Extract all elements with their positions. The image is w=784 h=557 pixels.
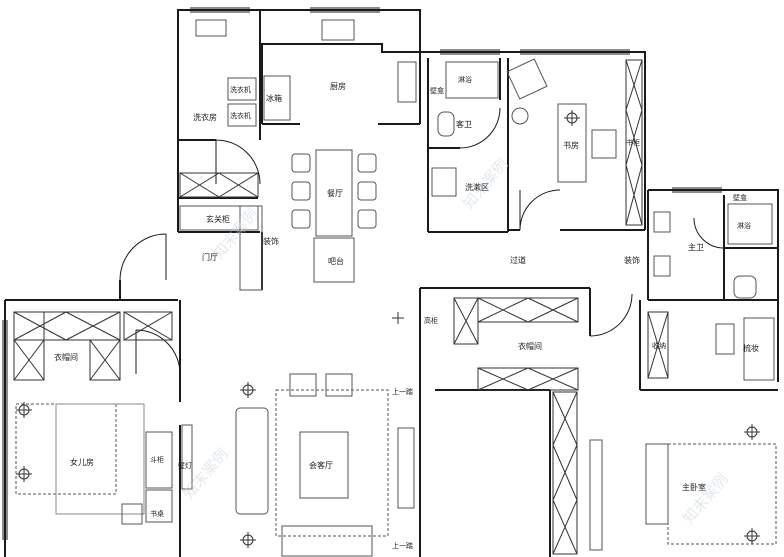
label-bar: 吧台 <box>328 256 344 266</box>
label-study: 书房 <box>563 140 579 150</box>
label-daughter-room: 女儿房 <box>70 457 94 467</box>
label-corridor: 过道 <box>510 255 526 265</box>
doors <box>119 107 725 375</box>
lamp-symbols <box>16 110 760 548</box>
windows <box>2 7 722 540</box>
label-closet-left: 衣帽间 <box>54 352 78 362</box>
label-closet-mid: 衣帽间 <box>518 341 542 351</box>
label-step-bottom: 上一踏 <box>392 541 413 550</box>
label-dresser: 梳妆 <box>743 343 759 353</box>
label-entry-cabinet: 玄关柜 <box>206 214 230 224</box>
watermark-3: 知末案例 <box>179 445 231 503</box>
label-fridge: 冰箱 <box>266 93 282 103</box>
watermark-4: 知末案例 <box>679 470 731 528</box>
label-dining: 餐厅 <box>327 189 343 198</box>
label-niche-small: 壁龛 <box>430 86 444 95</box>
label-washer-2: 洗衣机 <box>230 111 251 120</box>
label-shower-small: 淋浴 <box>458 75 472 84</box>
label-decor-right: 装饰 <box>624 255 640 265</box>
label-master-bath: 主卫 <box>688 242 704 252</box>
label-bookcase: 书柜 <box>626 138 640 147</box>
walls <box>4 9 779 557</box>
label-guest-bath: 客卫 <box>456 119 472 129</box>
label-wash-area: 洗漱区 <box>465 182 489 192</box>
room-labels: 洗衣房 洗衣机 洗衣机 冰箱 厨房 淋浴 壁龛 客卫 书房 书柜 洗漱区 餐厅 … <box>54 75 759 550</box>
label-master-bedroom: 主卧室 <box>682 482 706 492</box>
label-wall-lamp: 壁灯 <box>178 461 192 470</box>
label-tall-cabinet: 高柜 <box>424 316 438 325</box>
cabinets <box>13 59 669 555</box>
label-decor-left: 装饰 <box>263 236 279 246</box>
label-washer-1: 洗衣机 <box>230 85 251 94</box>
label-step-top: 上一踏 <box>392 387 413 396</box>
label-storage: 收纳 <box>652 341 666 350</box>
label-living-room: 会客厅 <box>309 460 333 470</box>
label-desk: 书桌 <box>150 509 164 518</box>
label-shower-master: 淋浴 <box>737 221 751 230</box>
label-foyer: 门厅 <box>202 252 218 262</box>
label-bucket-cabinet: 斗柜 <box>150 455 164 464</box>
label-laundry-room: 洗衣房 <box>193 112 217 122</box>
label-kitchen: 厨房 <box>330 81 346 91</box>
label-niche-master: 壁龛 <box>733 193 747 202</box>
furniture <box>15 19 777 557</box>
